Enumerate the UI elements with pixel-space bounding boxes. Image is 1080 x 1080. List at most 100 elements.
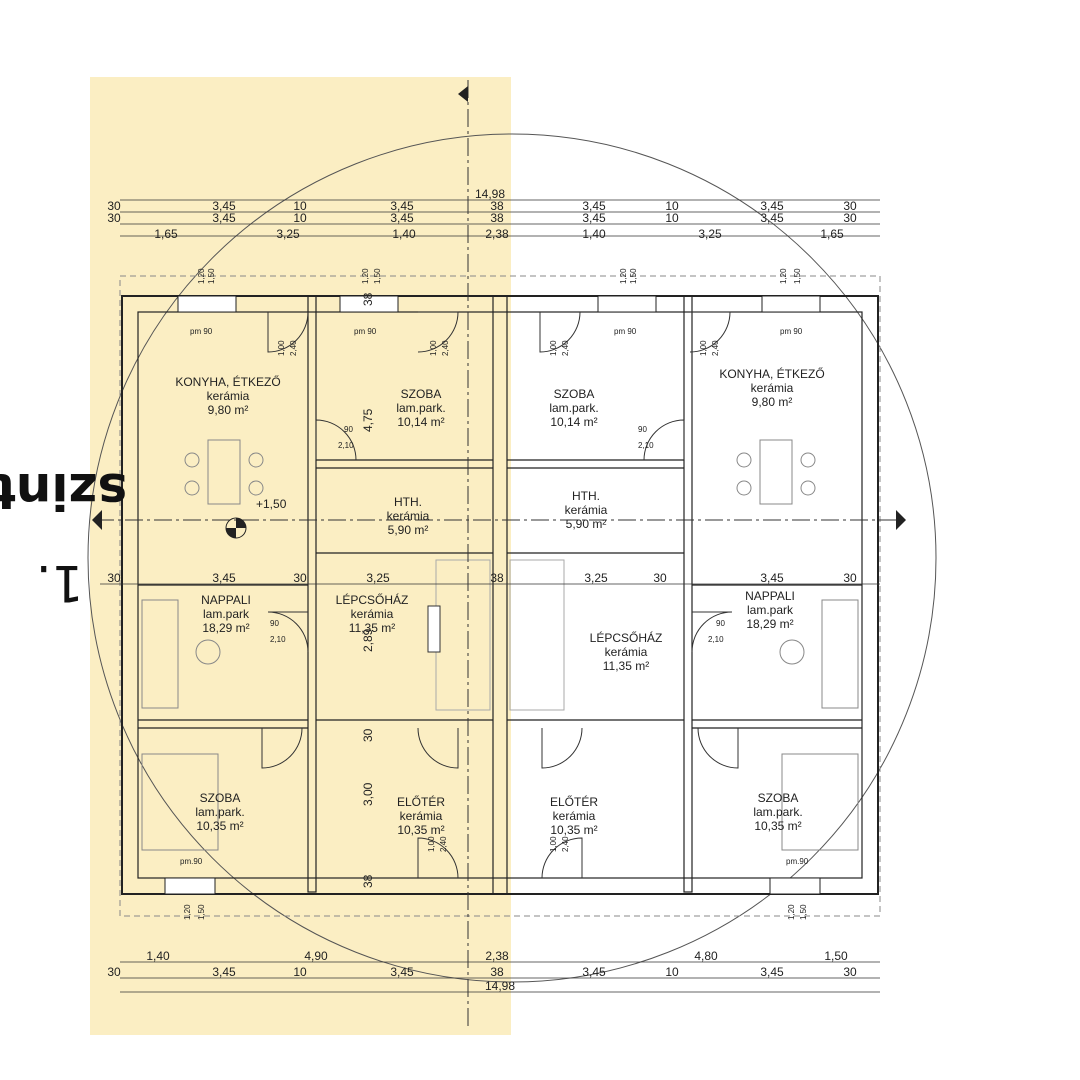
svg-text:30: 30: [107, 211, 121, 225]
svg-text:38: 38: [490, 571, 504, 585]
top-total-dim: 14,98: [475, 187, 505, 201]
svg-text:10: 10: [665, 965, 679, 979]
svg-text:1,20: 1,20: [779, 268, 788, 284]
svg-text:1,20: 1,20: [787, 904, 796, 920]
svg-text:1,00: 1,00: [429, 340, 438, 356]
windows: [164, 295, 821, 895]
svg-text:lam.park.: lam.park.: [549, 401, 598, 415]
svg-text:3,45: 3,45: [760, 965, 784, 979]
sofa-right: [779, 599, 859, 709]
svg-text:1,50: 1,50: [799, 904, 808, 920]
svg-text:90: 90: [638, 425, 647, 434]
exterior-wall-inner: [137, 311, 863, 879]
svg-text:lam.park: lam.park: [747, 603, 794, 617]
room-szoba-top-right: SZOBA lam.park. 10,14 m²: [549, 387, 598, 429]
svg-text:KONYHA, ÉTKEZŐ: KONYHA, ÉTKEZŐ: [719, 366, 824, 381]
room-szoba-top-left: SZOBA lam.park. 10,14 m²: [396, 387, 445, 429]
svg-text:3,45: 3,45: [760, 199, 784, 213]
bed-left: [141, 753, 219, 851]
dining-table-right: [736, 439, 816, 505]
room-eloter-left: ELŐTÉR kerámia 10,35 m²: [397, 794, 445, 837]
floor-level-number: 1.: [36, 553, 84, 612]
svg-text:kerámia: kerámia: [387, 509, 430, 523]
svg-text:2,40: 2,40: [439, 836, 448, 852]
middle-dims-row: 30 3,45 30 3,25 38 3,25 30 3,45 30: [107, 571, 857, 585]
svg-text:11,35 m²: 11,35 m²: [603, 659, 649, 673]
svg-text:10,35 m²: 10,35 m²: [196, 819, 243, 833]
svg-text:pm 90: pm 90: [354, 327, 377, 336]
svg-text:30: 30: [653, 571, 667, 585]
sofa-left: [141, 599, 221, 709]
svg-text:lam.park.: lam.park.: [396, 401, 445, 415]
top-dims-row1: 30 3,45 10 3,45 38 3,45 10 3,45 30: [107, 199, 857, 213]
svg-text:5,90 m²: 5,90 m²: [388, 523, 429, 537]
svg-text:1,65: 1,65: [154, 227, 178, 241]
svg-text:10,35 m²: 10,35 m²: [754, 819, 801, 833]
svg-text:3,45: 3,45: [212, 211, 236, 225]
svg-text:HTH.: HTH.: [394, 495, 422, 509]
svg-text:90: 90: [270, 619, 279, 628]
top-dims-row3: 1,65 3,25 1,40 2,38 1,40 3,25 1,65: [154, 227, 844, 241]
svg-text:SZOBA: SZOBA: [758, 791, 799, 805]
svg-text:3,25: 3,25: [366, 571, 390, 585]
section-arrow-left: [92, 510, 102, 530]
svg-text:30: 30: [107, 199, 121, 213]
svg-text:1,50: 1,50: [373, 268, 382, 284]
room-lepcsohaz-left: LÉPCSŐHÁZ kerámia 11,35 m²: [336, 592, 409, 635]
svg-text:1,20: 1,20: [183, 904, 192, 920]
svg-text:3,45: 3,45: [582, 211, 606, 225]
svg-text:2,10: 2,10: [638, 441, 654, 450]
roof-outline: [119, 275, 881, 917]
svg-text:11,35 m²: 11,35 m²: [349, 621, 395, 635]
svg-text:3,45: 3,45: [212, 965, 236, 979]
svg-text:9,80 m²: 9,80 m²: [752, 395, 793, 409]
room-hth-right: HTH. kerámia 5,90 m²: [565, 489, 608, 531]
svg-text:1,00: 1,00: [699, 340, 708, 356]
section-arrow-top: [458, 86, 468, 102]
svg-text:2,10: 2,10: [270, 635, 286, 644]
svg-text:1,50: 1,50: [629, 268, 638, 284]
svg-text:pm.90: pm.90: [786, 857, 809, 866]
svg-text:10: 10: [293, 965, 307, 979]
svg-text:10,35 m²: 10,35 m²: [397, 823, 444, 837]
svg-text:2,40: 2,40: [441, 340, 450, 356]
svg-text:2,89: 2,89: [361, 628, 375, 652]
svg-text:38: 38: [490, 199, 504, 213]
dining-table-left: [184, 439, 264, 505]
svg-text:2,38: 2,38: [485, 227, 509, 241]
svg-text:kerámia: kerámia: [751, 381, 794, 395]
svg-text:1,50: 1,50: [793, 268, 802, 284]
svg-text:KONYHA, ÉTKEZŐ: KONYHA, ÉTKEZŐ: [175, 374, 280, 389]
room-kitchen-left: KONYHA, ÉTKEZŐ kerámia 9,80 m²: [175, 374, 280, 417]
svg-text:10: 10: [293, 199, 307, 213]
svg-text:LÉPCSŐHÁZ: LÉPCSŐHÁZ: [336, 592, 409, 607]
door-swings: [261, 311, 739, 879]
svg-text:38: 38: [361, 292, 375, 306]
room-lepcsohaz-right: LÉPCSŐHÁZ kerámia 11,35 m²: [590, 630, 663, 673]
svg-text:30: 30: [843, 199, 857, 213]
svg-text:30: 30: [107, 965, 121, 979]
room-szoba-bottom-right: SZOBA lam.park. 10,35 m²: [753, 791, 802, 833]
svg-text:3,45: 3,45: [582, 199, 606, 213]
svg-text:lam.park.: lam.park.: [195, 805, 244, 819]
svg-text:2,10: 2,10: [338, 441, 354, 450]
svg-text:3,25: 3,25: [698, 227, 722, 241]
bottom-total-dim: 14,98: [485, 979, 515, 993]
svg-text:38: 38: [361, 874, 375, 888]
svg-text:pm 90: pm 90: [614, 327, 637, 336]
svg-text:38: 38: [490, 965, 504, 979]
svg-text:pm 90: pm 90: [190, 327, 213, 336]
svg-text:4,75: 4,75: [361, 408, 375, 432]
svg-text:1,00: 1,00: [427, 836, 436, 852]
svg-text:2,10: 2,10: [708, 635, 724, 644]
svg-text:1,00: 1,00: [549, 340, 558, 356]
svg-text:3,45: 3,45: [390, 965, 414, 979]
svg-text:30: 30: [293, 571, 307, 585]
bed-right: [781, 753, 859, 851]
room-szoba-bottom-left: SZOBA lam.park. 10,35 m²: [195, 791, 244, 833]
svg-text:30: 30: [843, 965, 857, 979]
svg-text:3,25: 3,25: [584, 571, 608, 585]
svg-text:pm.90: pm.90: [180, 857, 203, 866]
svg-text:10,14 m²: 10,14 m²: [550, 415, 597, 429]
